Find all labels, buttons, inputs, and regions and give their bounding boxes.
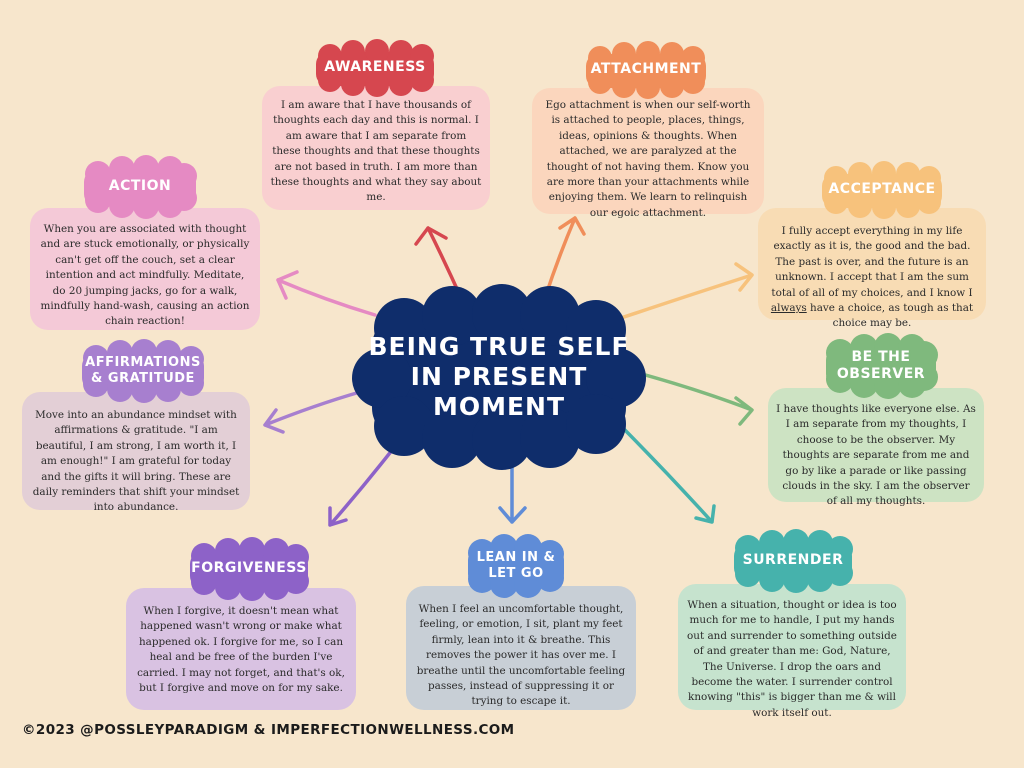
cloud-shape [586, 41, 706, 99]
lean-in-label-line2: LET GO [488, 566, 544, 581]
awareness-label: AWARENESS [324, 59, 426, 76]
affirmations-label-line1: AFFIRMATIONS [85, 354, 201, 370]
cloud-shape [352, 284, 646, 470]
surrender-label: SURRENDER [742, 552, 844, 569]
awareness-cloud: AWARENESS [308, 39, 442, 97]
forgiveness-label: FORGIVENESS [191, 560, 307, 577]
observer-text: I have thoughts like everyone else. As I… [768, 388, 984, 507]
arrow-action [276, 270, 377, 317]
attachment-text: Ego attachment is when our self-worth is… [532, 88, 764, 219]
cloud-shape [734, 529, 853, 593]
arrow-observer [633, 370, 754, 426]
cloud-shape [84, 155, 197, 219]
acceptance-text: I fully accept everything in my life exa… [758, 208, 986, 329]
lean-in-label-line1: LEAN IN & [476, 549, 556, 565]
affirmations-cloud: AFFIRMATIONS& GRATITUDE [74, 339, 212, 403]
affirmations-label-line2: & GRATITUDE [91, 371, 195, 386]
cloud-shape [190, 537, 309, 601]
action-cloud: ACTION [76, 155, 204, 219]
cloud-shape [82, 339, 204, 403]
observer-label-line2: OBSERVER [836, 366, 926, 382]
lean-in-cloud: LEAN IN &LET GO [460, 534, 572, 598]
surrender-text: When a situation, thought or idea is too… [678, 584, 906, 719]
acceptance-cloud: ACCEPTANCE [814, 161, 950, 219]
surrender-cloud: SURRENDER [726, 529, 860, 593]
acceptance-text-end: have a choice, as tough as that choice m… [806, 302, 974, 330]
cloud-shape [316, 39, 434, 97]
acceptance-label: ACCEPTANCE [828, 181, 936, 198]
observer-label-line1: BE THE [851, 348, 911, 365]
awareness-text: I am aware that I have thousands of thou… [262, 86, 490, 210]
cloud-shape [822, 161, 942, 219]
attachment-cloud: ATTACHMENT [578, 41, 714, 99]
cloud-shape [468, 534, 564, 598]
action-text: When you are associated with thought and… [30, 208, 260, 330]
center-title-line1: BEING TRUE SELF [368, 332, 630, 361]
lean-in-text: When I feel an uncomfortable thought, fe… [406, 586, 636, 710]
action-label: ACTION [108, 178, 172, 195]
attachment-label: ATTACHMENT [590, 61, 702, 78]
affirmations-text: Move into an abundance mindset with affi… [22, 392, 250, 513]
center-title-line3: MOMENT [432, 392, 566, 421]
arrow-affirmations [263, 390, 362, 434]
center-title-line2: IN PRESENT [410, 362, 588, 391]
arrow-acceptance [613, 262, 754, 322]
acceptance-text-start: I fully accept everything in my life exa… [771, 225, 973, 299]
forgiveness-text: When I forgive, it doesn't mean what hap… [126, 588, 356, 710]
acceptance-text-underlined: always [770, 302, 807, 315]
forgiveness-cloud: FORGIVENESS [182, 537, 316, 601]
arrow-attachment [543, 216, 586, 300]
cloud-shape [826, 333, 938, 399]
arrow-surrender [613, 418, 716, 524]
copyright-footer: ©2023 @POSSLEYPARADIGM & IMPERFECTIONWEL… [22, 722, 515, 738]
